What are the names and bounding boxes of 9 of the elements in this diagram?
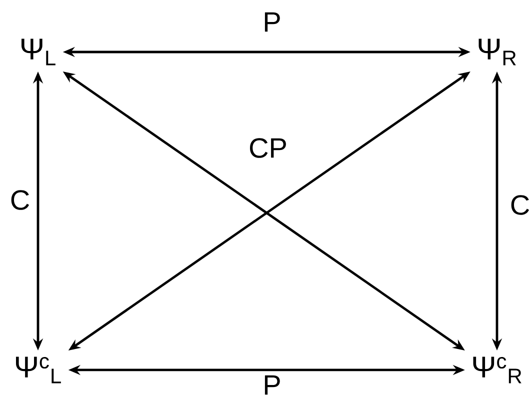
- edge-label: P: [260, 373, 284, 397]
- symbol-label: Ψ$_{L}$: [22, 38, 56, 66]
- edge-label: CP: [246, 136, 290, 160]
- symbol-label: Ψ$^{c}$L: [16, 356, 61, 384]
- edge-label: P: [260, 10, 284, 34]
- edge-label: C: [508, 193, 531, 217]
- symbol-label: Ψ$^{c}$R: [473, 356, 522, 384]
- edge-label: C: [8, 188, 32, 212]
- symbol-label: Ψ$_{R}$: [478, 38, 516, 66]
